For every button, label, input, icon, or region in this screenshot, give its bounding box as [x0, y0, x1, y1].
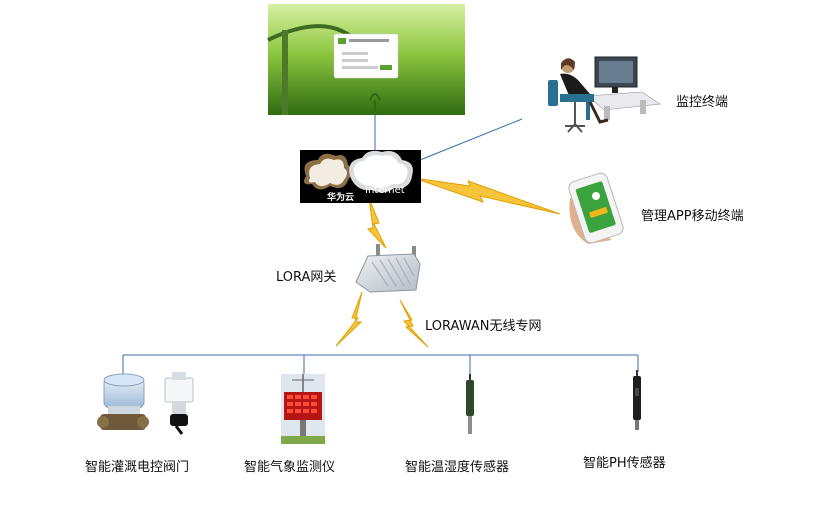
probe-sensor-icon [466, 374, 474, 434]
bolt-gateway-left [335, 291, 363, 347]
line-cloud-to-monitor [419, 118, 523, 161]
monitor-terminal-label: 监控终端 [676, 95, 729, 110]
gateway-device-icon [355, 244, 421, 293]
cloud-icon: Internet 华为云 [300, 150, 421, 203]
weather-station-icon [281, 374, 325, 444]
bolt-gateway-right [399, 299, 429, 348]
lightning-icon [335, 177, 561, 348]
web-portal-screenshot [267, 4, 465, 115]
device-label-valve: 智能灌溉电控阀门 [85, 460, 190, 475]
connection-lines [122, 115, 639, 378]
bolt-cloud-to-app [413, 177, 561, 215]
smartphone-icon [568, 172, 624, 244]
cloud-internet-text: Internet [365, 185, 405, 196]
gateway-label: LORA网关 [276, 270, 337, 285]
network-label: LORAWAN无线专网 [425, 319, 542, 334]
device-label-ph: 智能PH传感器 [583, 456, 666, 471]
mobile-app-label: 管理APP移动终端 [641, 209, 744, 224]
device-label-weather: 智能气象监测仪 [244, 460, 336, 475]
person-at-computer-icon [548, 56, 661, 133]
ph-probe-icon [633, 370, 641, 430]
cloud-caption: 华为云 [327, 191, 354, 203]
device-label-humidity: 智能温湿度传感器 [405, 460, 510, 475]
electric-valve-icon [97, 372, 194, 435]
bolt-cloud-to-gateway [367, 197, 387, 249]
